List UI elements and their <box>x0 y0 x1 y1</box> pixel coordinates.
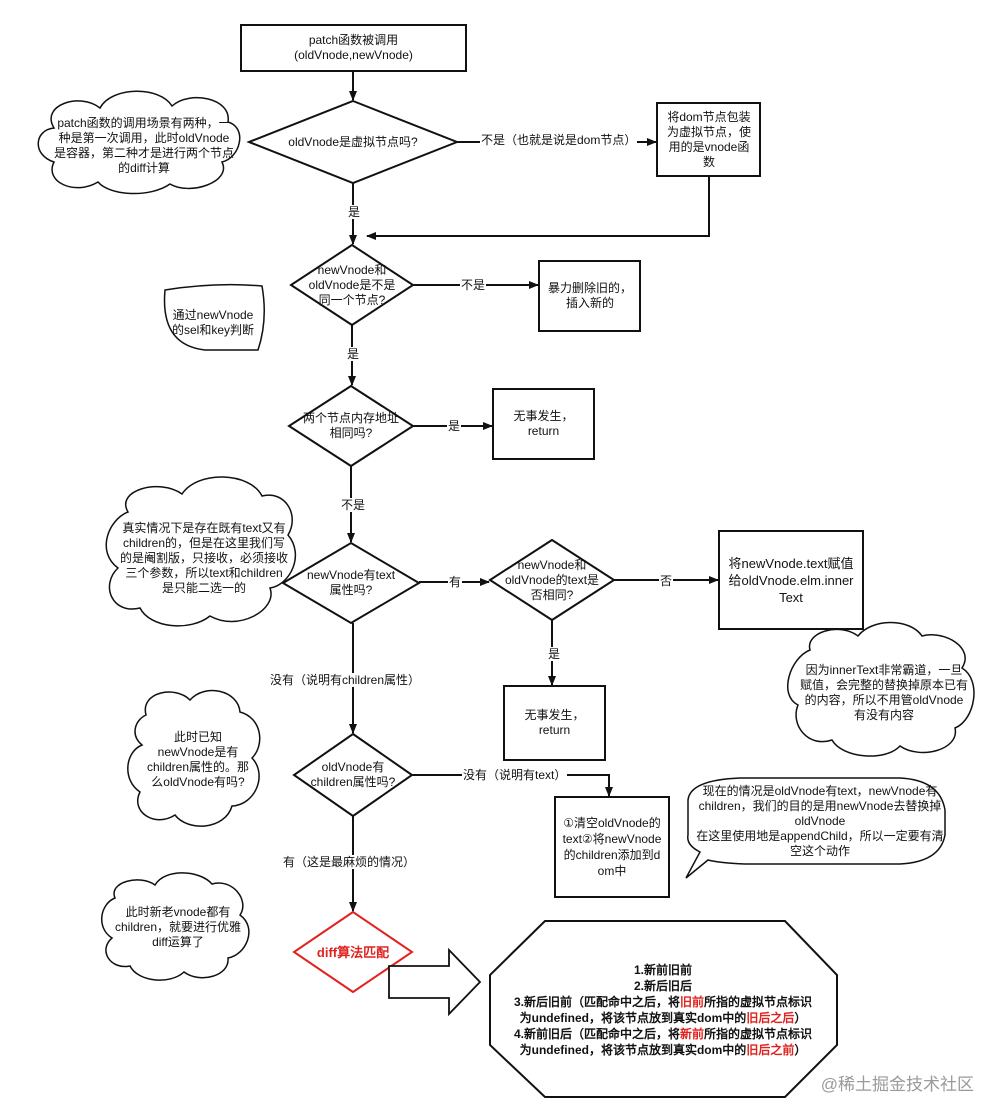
oct-line-3e: 旧后之后 <box>746 1011 795 1025</box>
oct-line-4a: 4.新前旧后（匹配命中之后，将 <box>513 1027 680 1041</box>
nothing1-box <box>492 388 595 460</box>
nothing1-label: 无事发生， return <box>513 409 574 438</box>
note-2-text: 通过newVnode的sel和key判断 <box>171 308 254 337</box>
oct-line-4: 4.新前旧后（匹配命中之后，将新前所指的虚拟节点标识 <box>514 1026 812 1042</box>
edge-label-yes4: 是 <box>547 647 562 661</box>
d-diff <box>292 910 414 994</box>
oct-line-3a: 3.新后旧前（匹配命中之后，将 <box>513 995 680 1009</box>
oct-line-3: 3.新后旧前（匹配命中之后，将旧前所指的虚拟节点标识 <box>514 994 812 1010</box>
note-1 <box>163 283 265 351</box>
oct-line-4c: 所指的虚拟节点标识 <box>704 1027 813 1041</box>
d-has-text <box>281 541 421 625</box>
oct-line-1: 1.新前旧前 <box>633 963 692 977</box>
oct-line-3d: 为undefined，将该节点放到真实dom中的 <box>519 1011 747 1025</box>
note-cloud-3 <box>105 476 297 627</box>
oct-line-3f: ） <box>794 1011 807 1025</box>
clear-add-label: ①清空oldVnode的text②将newVnode的children添加到do… <box>562 816 662 878</box>
start-label: patch函数被调用 (oldVnode,newVnode) <box>294 33 413 62</box>
note-5-text: 此时已知newVnode是有children属性的。那么oldVnode有吗? <box>146 730 250 789</box>
note-cloud-7 <box>101 872 250 981</box>
edge-label-has-children: 有（这是最麻烦的情况） <box>282 855 417 869</box>
edge-label-not3: 不是 <box>340 498 367 512</box>
octagon-box <box>489 920 838 1098</box>
edge-label-yes2: 是 <box>346 347 361 361</box>
note-3-text: 真实情况下是存在既有text又有children的，但是在这里我们写的是阉割版，… <box>120 520 289 595</box>
oct-line-3b: 旧前 <box>679 995 704 1009</box>
wrap-vnode-box <box>656 102 761 177</box>
edge-label-no-dom: 不是（也就是说是dom节点） <box>480 133 638 147</box>
note-cloud-1 <box>37 90 241 195</box>
big-arrow <box>388 947 482 1017</box>
d-is-vnode-label: oldVnode是虚拟节点吗? <box>288 134 418 149</box>
nothing2-box <box>503 685 606 761</box>
note-cloud-4 <box>787 621 975 757</box>
note-7-text: 此时新老vnode都有children，就要进行优雅diff运算了 <box>114 904 242 949</box>
d-same-node-label: newVnode和oldVnode是不是同一个节点? <box>308 262 396 307</box>
set-text-box <box>718 530 864 630</box>
watermark: @稀土掘金技术社区 <box>820 1075 974 1094</box>
d-text-same-label: newVnode和oldVnode的text是否相同? <box>504 557 600 602</box>
edge-label-no-eq: 否 <box>659 574 674 588</box>
force-replace-label: 暴力删除旧的，插入新的 <box>547 281 632 310</box>
d-has-text-label: newVnode有text属性吗? <box>306 568 396 597</box>
edge-label-no-children: 没有（说明有text） <box>462 768 568 782</box>
edge-label-has: 有 <box>448 575 463 589</box>
wrap-vnode-label: 将dom节点包装为虚拟节点，使用的是vnode函数 <box>666 109 751 169</box>
note-4-text: 因为innerText非常霸道，一旦赋值，会完整的替换掉原本已有的内容，所以不用… <box>800 663 969 722</box>
edge-label-no-text: 没有（说明有children属性） <box>269 673 422 687</box>
edge-label-not1: 不是 <box>460 278 487 292</box>
edge-label-yes3: 是 <box>447 419 462 433</box>
note-6-text: 现在的情况是oldVnode有text，newVnode有children，我们… <box>696 783 944 858</box>
oct-line-4f: ） <box>794 1043 807 1057</box>
clear-add-box <box>554 796 670 898</box>
d-old-children-label: oldVnode有children属性吗? <box>310 760 396 789</box>
oct-line-3-cont: 为undefined，将该节点放到真实dom中的旧后之后） <box>520 1010 807 1026</box>
oct-line-4b: 新前 <box>679 1027 704 1041</box>
oct-line-2: 2.新后旧后 <box>633 979 692 993</box>
set-text-label: 将newVnode.text赋值给oldVnode.elm.innerText <box>728 555 854 605</box>
oct-line-3c: 所指的虚拟节点标识 <box>704 995 813 1009</box>
nothing2-label: 无事发生， return <box>524 708 585 737</box>
note-1-text: patch函数的调用场景有两种，一种是第一次调用，此时oldVnode是容器，第… <box>54 116 235 175</box>
d-same-addr-label: 两个节点内存地址相同吗? <box>302 411 399 440</box>
edge-label-yes1: 是 <box>347 205 362 219</box>
oct-line-4-cont: 为undefined，将该节点放到真实dom中的旧后之前） <box>520 1042 807 1058</box>
force-replace-box <box>538 260 641 332</box>
octagon-text: 1.新前旧前 2.新后旧后 3.新后旧前（匹配命中之后，将旧前所指的虚拟节点标识… <box>494 960 832 1060</box>
note-6 <box>685 777 946 879</box>
oct-line-4e: 旧后之前 <box>746 1043 795 1057</box>
edge-wrap-back <box>366 176 710 240</box>
diff-label: diff算法匹配 <box>316 944 390 960</box>
note-cloud-5 <box>127 689 261 827</box>
oct-line-4d: 为undefined，将该节点放到真实dom中的 <box>519 1043 747 1057</box>
